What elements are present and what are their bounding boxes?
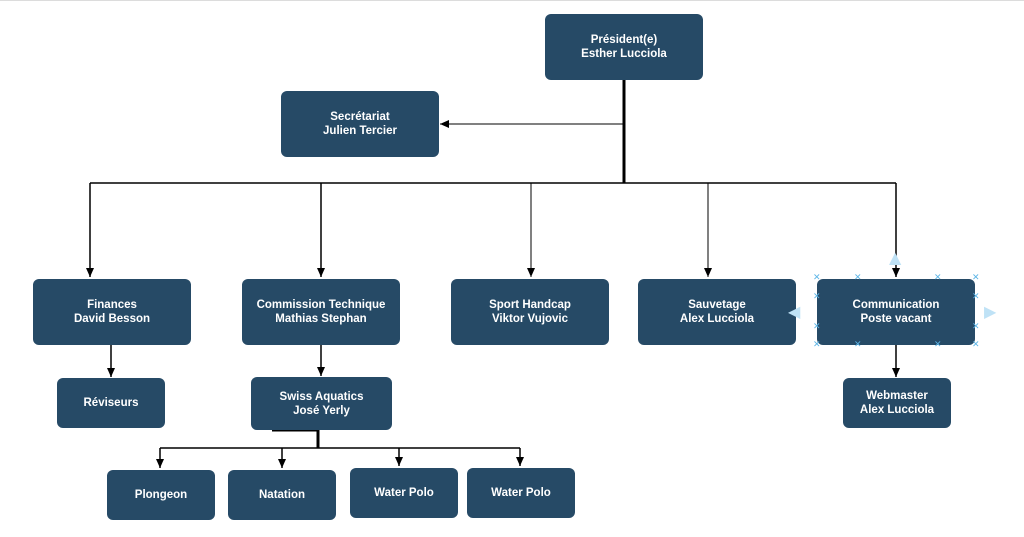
node-sauvetage-title: Sauvetage — [688, 299, 746, 311]
node-communication[interactable]: Communication Poste vacant — [817, 279, 975, 345]
node-sport-handcap-person: Viktor Vujovic — [491, 313, 569, 325]
node-water-polo-1-title: Water Polo — [374, 487, 434, 499]
node-plongeon-title: Plongeon — [134, 489, 188, 501]
node-commission-technique[interactable]: Commission Technique Mathias Stephan — [242, 279, 400, 345]
node-communication-title: Communication — [852, 299, 940, 311]
node-swiss-aquatics-title: Swiss Aquatics — [279, 390, 364, 403]
node-president[interactable]: Président(e) Esther Lucciola — [545, 14, 703, 80]
selection-handle-right-2[interactable]: ✕ — [972, 322, 980, 332]
node-secretariat-person: Julien Tercier — [323, 125, 397, 137]
selection-handle-left-1[interactable]: ✕ — [813, 292, 821, 302]
selection-handle-bottom-right[interactable]: ✕ — [972, 340, 980, 350]
selection-handle-top-1[interactable]: ✕ — [854, 273, 862, 283]
node-webmaster-title: Webmaster — [866, 390, 928, 402]
node-water-polo-1[interactable]: Water Polo — [350, 468, 458, 518]
node-president-person: Esther Lucciola — [581, 48, 667, 60]
node-sport-handcap-title: Sport Handcap — [489, 299, 571, 311]
node-webmaster[interactable]: Webmaster Alex Lucciola — [843, 378, 951, 428]
node-sauvetage-person: Alex Lucciola — [679, 313, 755, 325]
node-communication-person: Poste vacant — [860, 313, 932, 325]
node-natation-title: Natation — [259, 489, 305, 501]
node-president-title: Président(e) — [590, 34, 658, 46]
node-water-polo-2[interactable]: Water Polo — [467, 468, 575, 518]
selection-handle-top-left[interactable]: ✕ — [813, 273, 821, 283]
node-water-polo-2-title: Water Polo — [491, 487, 551, 499]
selection-handle-top-2[interactable]: ✕ — [934, 273, 942, 283]
selection-handle-top-right[interactable]: ✕ — [972, 273, 980, 283]
node-reviseurs-title: Réviseurs — [83, 397, 139, 409]
selection-handle-bottom-2[interactable]: ✕ — [934, 340, 942, 350]
selection-handle-right-1[interactable]: ✕ — [972, 292, 980, 302]
connector-swiss-aquatics-trunk — [272, 428, 320, 448]
node-swiss-aquatics-person: José Yerly — [293, 404, 350, 417]
connect-arrow-right-icon[interactable]: ▶ — [984, 302, 997, 321]
node-finances[interactable]: Finances David Besson — [33, 279, 191, 345]
node-sauvetage[interactable]: Sauvetage Alex Lucciola — [638, 279, 796, 345]
node-finances-person: David Besson — [73, 313, 151, 325]
node-swiss-aquatics[interactable]: Swiss Aquatics José Yerly — [251, 377, 392, 430]
node-natation[interactable]: Natation — [228, 470, 336, 520]
node-reviseurs[interactable]: Réviseurs — [57, 378, 165, 428]
node-commission-technique-title: Commission Technique — [256, 299, 386, 311]
node-secretariat[interactable]: Secrétariat Julien Tercier — [281, 91, 439, 157]
canvas-top-border — [0, 0, 1024, 1]
node-secretariat-title: Secrétariat — [330, 111, 390, 123]
connect-arrow-up-icon[interactable]: ▲ — [889, 248, 902, 267]
node-finances-title: Finances — [87, 299, 137, 311]
node-plongeon[interactable]: Plongeon — [107, 470, 215, 520]
selection-handle-left-2[interactable]: ✕ — [813, 322, 821, 332]
selection-handle-bottom-left[interactable]: ✕ — [813, 340, 821, 350]
selection-handle-bottom-1[interactable]: ✕ — [854, 340, 862, 350]
node-commission-technique-person: Mathias Stephan — [275, 313, 367, 325]
connect-arrow-left-icon[interactable]: ◀ — [788, 302, 801, 321]
node-sport-handcap[interactable]: Sport Handcap Viktor Vujovic — [451, 279, 609, 345]
node-webmaster-person: Alex Lucciola — [859, 404, 935, 416]
